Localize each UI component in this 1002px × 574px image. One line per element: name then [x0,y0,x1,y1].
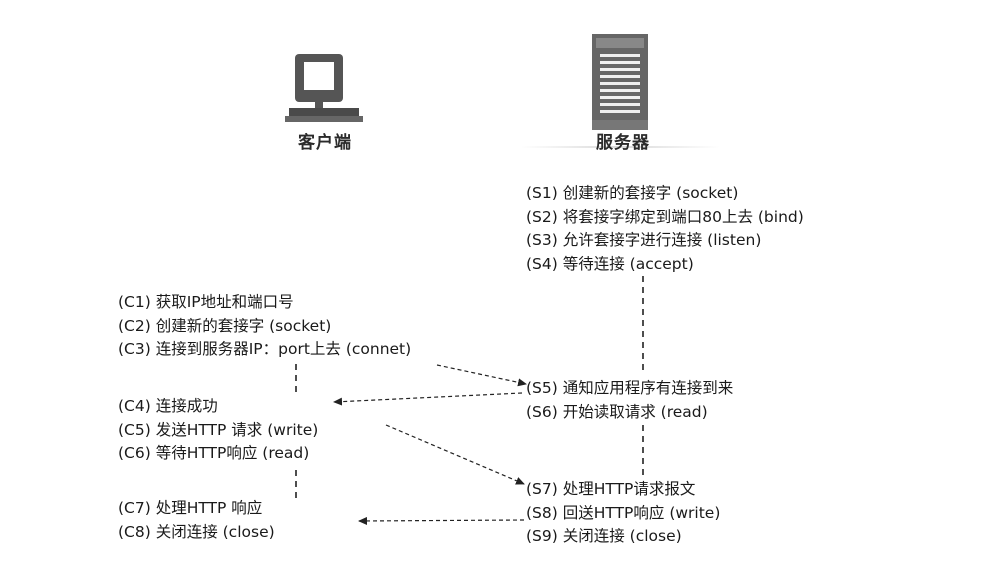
server-label: 服务器 [596,133,650,153]
arrow-connect-request [436,364,527,387]
server-tower-icon [592,34,648,130]
server-step-s3: (S3) 允许套接字进行连接 (listen) [526,231,762,249]
client-step-c4: (C4) 连接成功 [118,397,218,415]
client-computer-icon [285,54,363,122]
server-steps-group-1: (S1) 创建新的套接字 (socket) (S2) 将套接字绑定到端口80上去… [526,182,804,276]
server-step-s8: (S8) 回送HTTP响应 (write) [526,503,721,522]
client-steps-group-2: (C4) 连接成功 (C5) 发送HTTP 请求 (write) (C6) 等待… [118,395,318,466]
server-step-s9: (S9) 关闭连接 (close) [526,527,682,545]
client-steps-group-3: (C7) 处理HTTP 响应 (C8) 关闭连接 (close) [118,497,275,544]
client-step-c6: (C6) 等待HTTP响应 (read) [118,444,310,462]
client-step-c3: (C3) 连接到服务器IP：port上去 (connet) [118,340,412,358]
server-steps-group-3: (S7) 处理HTTP请求报文 (S8) 回送HTTP响应 (write) (S… [526,478,720,549]
arrow-http-response [358,516,525,525]
client-step-c8: (C8) 关闭连接 (close) [118,522,275,541]
client-steps-group-1: (C1) 获取IP地址和端口号 (C2) 创建新的套接字 (socket) (C… [118,291,411,362]
server-step-s4: (S4) 等待连接 (accept) [526,254,694,273]
client-step-c5: (C5) 发送HTTP 请求 (write) [118,420,319,439]
server-steps-group-2: (S5) 通知应用程序有连接到来 (S6) 开始读取请求 (read) [526,377,733,424]
client-step-c1: (C1) 获取IP地址和端口号 [118,293,294,311]
client-step-c7: (C7) 处理HTTP 响应 [118,499,263,517]
server-step-s2: (S2) 将套接字绑定到端口80上去 (bind) [526,207,804,226]
arrow-http-request [385,424,525,485]
server-step-s7: (S7) 处理HTTP请求报文 [526,480,696,498]
server-step-s5: (S5) 通知应用程序有连接到来 [526,379,734,397]
server-step-s6: (S6) 开始读取请求 (read) [526,402,708,421]
client-step-c2: (C2) 创建新的套接字 (socket) [118,316,332,335]
client-label: 客户端 [298,133,352,153]
server-shadow [520,146,720,148]
server-step-s1: (S1) 创建新的套接字 (socket) [526,184,739,202]
arrow-connect-ack [333,392,523,406]
